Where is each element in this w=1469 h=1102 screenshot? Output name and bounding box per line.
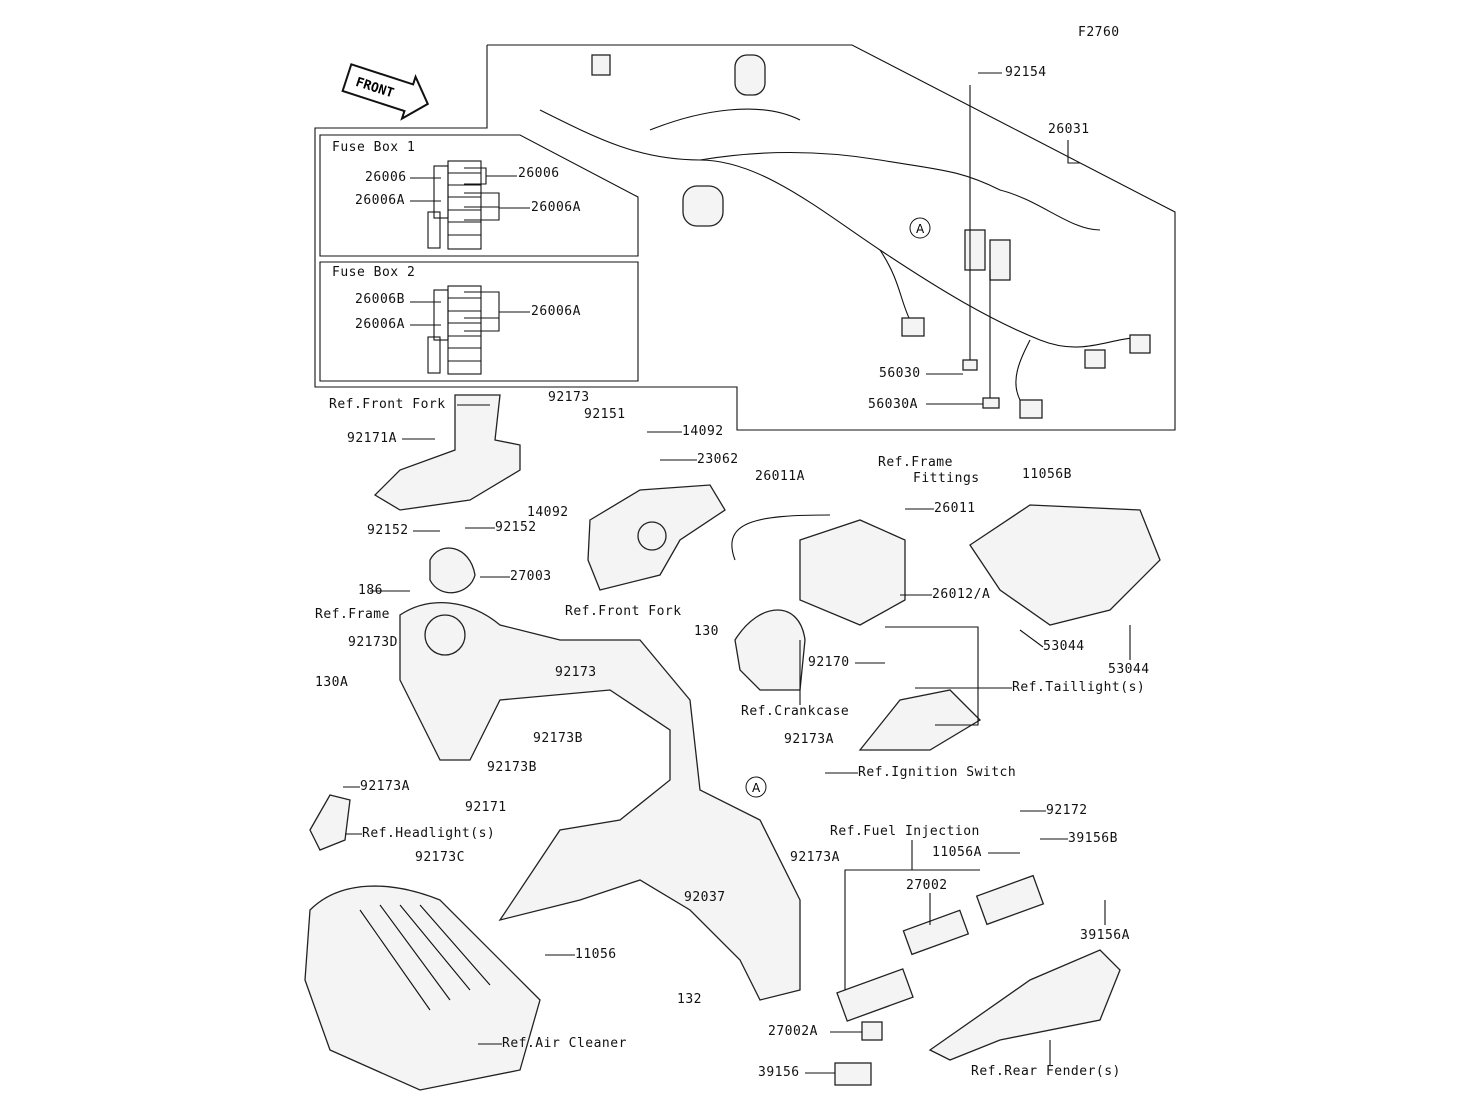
fuse-box-2-left-label: 26006A: [355, 317, 405, 332]
ref-label: Ref.Front Fork: [565, 604, 682, 619]
part-label: 92152: [495, 520, 537, 535]
fuse-box-1-left-label: 26006: [365, 170, 407, 185]
part-label: 92173D: [348, 635, 398, 650]
fuse-box-2-right-label: 26006A: [531, 304, 581, 319]
part-label: 92173A: [784, 732, 834, 747]
callout-a-marker-1: A: [909, 217, 931, 239]
part-label: 92152: [367, 523, 409, 538]
ref-label: Ref.Frame: [315, 607, 390, 622]
fuse-box-1-title: Fuse Box 1: [332, 140, 416, 155]
part-label: 39156A: [1080, 928, 1130, 943]
ref-label: Ref.Fuel Injection: [830, 824, 980, 839]
part-label: 92173A: [360, 779, 410, 794]
ref-label: Ref.Ignition Switch: [858, 765, 1017, 780]
part-label: 92171A: [347, 431, 397, 446]
part-label: 14092: [682, 424, 724, 439]
part-label: 53044: [1108, 662, 1150, 677]
fuse-box-2-left-label: 26006B: [355, 292, 405, 307]
part-label: 23062: [697, 452, 739, 467]
diagram-code: F2760: [1078, 25, 1120, 40]
ref-label: Ref.Frame: [878, 455, 953, 470]
ref-label: Ref.Front Fork: [329, 397, 446, 412]
part-label: 92173A: [790, 850, 840, 865]
part-label: 92151: [584, 407, 626, 422]
part-label: 92037: [684, 890, 726, 905]
part-label: 26011A: [755, 469, 805, 484]
part-label: 130A: [315, 675, 349, 690]
part-label: 92170: [808, 655, 850, 670]
ignition-switch: [429, 547, 476, 594]
harness-group-outline: [314, 44, 1176, 431]
main-harness-26031: [539, 108, 1151, 401]
callout-a-text: A: [916, 222, 925, 236]
taillight: [858, 689, 982, 751]
ref-label: Ref.Headlight(s): [362, 826, 496, 841]
tape-56030A: [982, 397, 1000, 409]
part-label: 14092: [527, 505, 569, 520]
part-label: 92173: [548, 390, 590, 405]
part-label: 27003: [510, 569, 552, 584]
main-frame: [399, 602, 801, 1001]
part-label: 26012/A: [932, 587, 991, 602]
fuse-box-1-frame: [319, 134, 639, 257]
part-label: 39156: [758, 1065, 800, 1080]
part-label: 130: [694, 624, 719, 639]
part-label: 92172: [1046, 803, 1088, 818]
crankcase: [734, 609, 806, 691]
ref-label: Ref.Taillight(s): [1012, 680, 1146, 695]
tape-56030: [962, 359, 978, 371]
steering-stem: [373, 394, 521, 511]
part-label: 11056A: [932, 845, 982, 860]
battery: [799, 519, 906, 626]
ref-label: Fittings: [913, 471, 980, 486]
part-label: 26011: [934, 501, 976, 516]
part-label: 132: [677, 992, 702, 1007]
part-label: 92171: [465, 800, 507, 815]
callout-a-marker-2: A: [745, 776, 767, 798]
part-label: 186: [358, 583, 383, 598]
fuse-box-1-right-label: 26006A: [531, 200, 581, 215]
battery-case: [969, 504, 1161, 626]
part-label: 11056B: [1022, 467, 1072, 482]
part-label: 39156B: [1068, 831, 1118, 846]
fuse-box-2-title: Fuse Box 2: [332, 265, 416, 280]
front-arrow-icon: FRONT: [341, 63, 430, 121]
part-label: 92173C: [415, 850, 465, 865]
fuse-block-1: [410, 160, 530, 250]
air-cleaner: [304, 885, 541, 1091]
fuse-block-2: [410, 285, 530, 375]
ref-label: Ref.Crankcase: [741, 704, 850, 719]
fuse-box-1-left-label: 26006A: [355, 193, 405, 208]
fuse-box-1-right-label: 26006: [518, 166, 560, 181]
part-39156: [834, 1062, 872, 1086]
part-label: 92173B: [487, 760, 537, 775]
part-label: 26031: [1048, 122, 1090, 137]
leader-lines: [343, 72, 1131, 1074]
part-label: 92173B: [533, 731, 583, 746]
fuse-box-2-frame: [319, 261, 639, 382]
headlight-bracket: [309, 794, 351, 851]
part-label: 56030: [879, 366, 921, 381]
part-label: 27002: [906, 878, 948, 893]
part-label: 27002A: [768, 1024, 818, 1039]
part-label: 11056: [575, 947, 617, 962]
ref-label: Ref.Rear Fender(s): [971, 1064, 1121, 1079]
ref-label: Ref.Air Cleaner: [502, 1036, 627, 1051]
callout-a-text: A: [752, 781, 761, 795]
part-label: 92154: [1005, 65, 1047, 80]
part-label: 53044: [1043, 639, 1085, 654]
rear-fender: [928, 949, 1121, 1061]
part-label: 56030A: [868, 397, 918, 412]
part-label: 92173: [555, 665, 597, 680]
